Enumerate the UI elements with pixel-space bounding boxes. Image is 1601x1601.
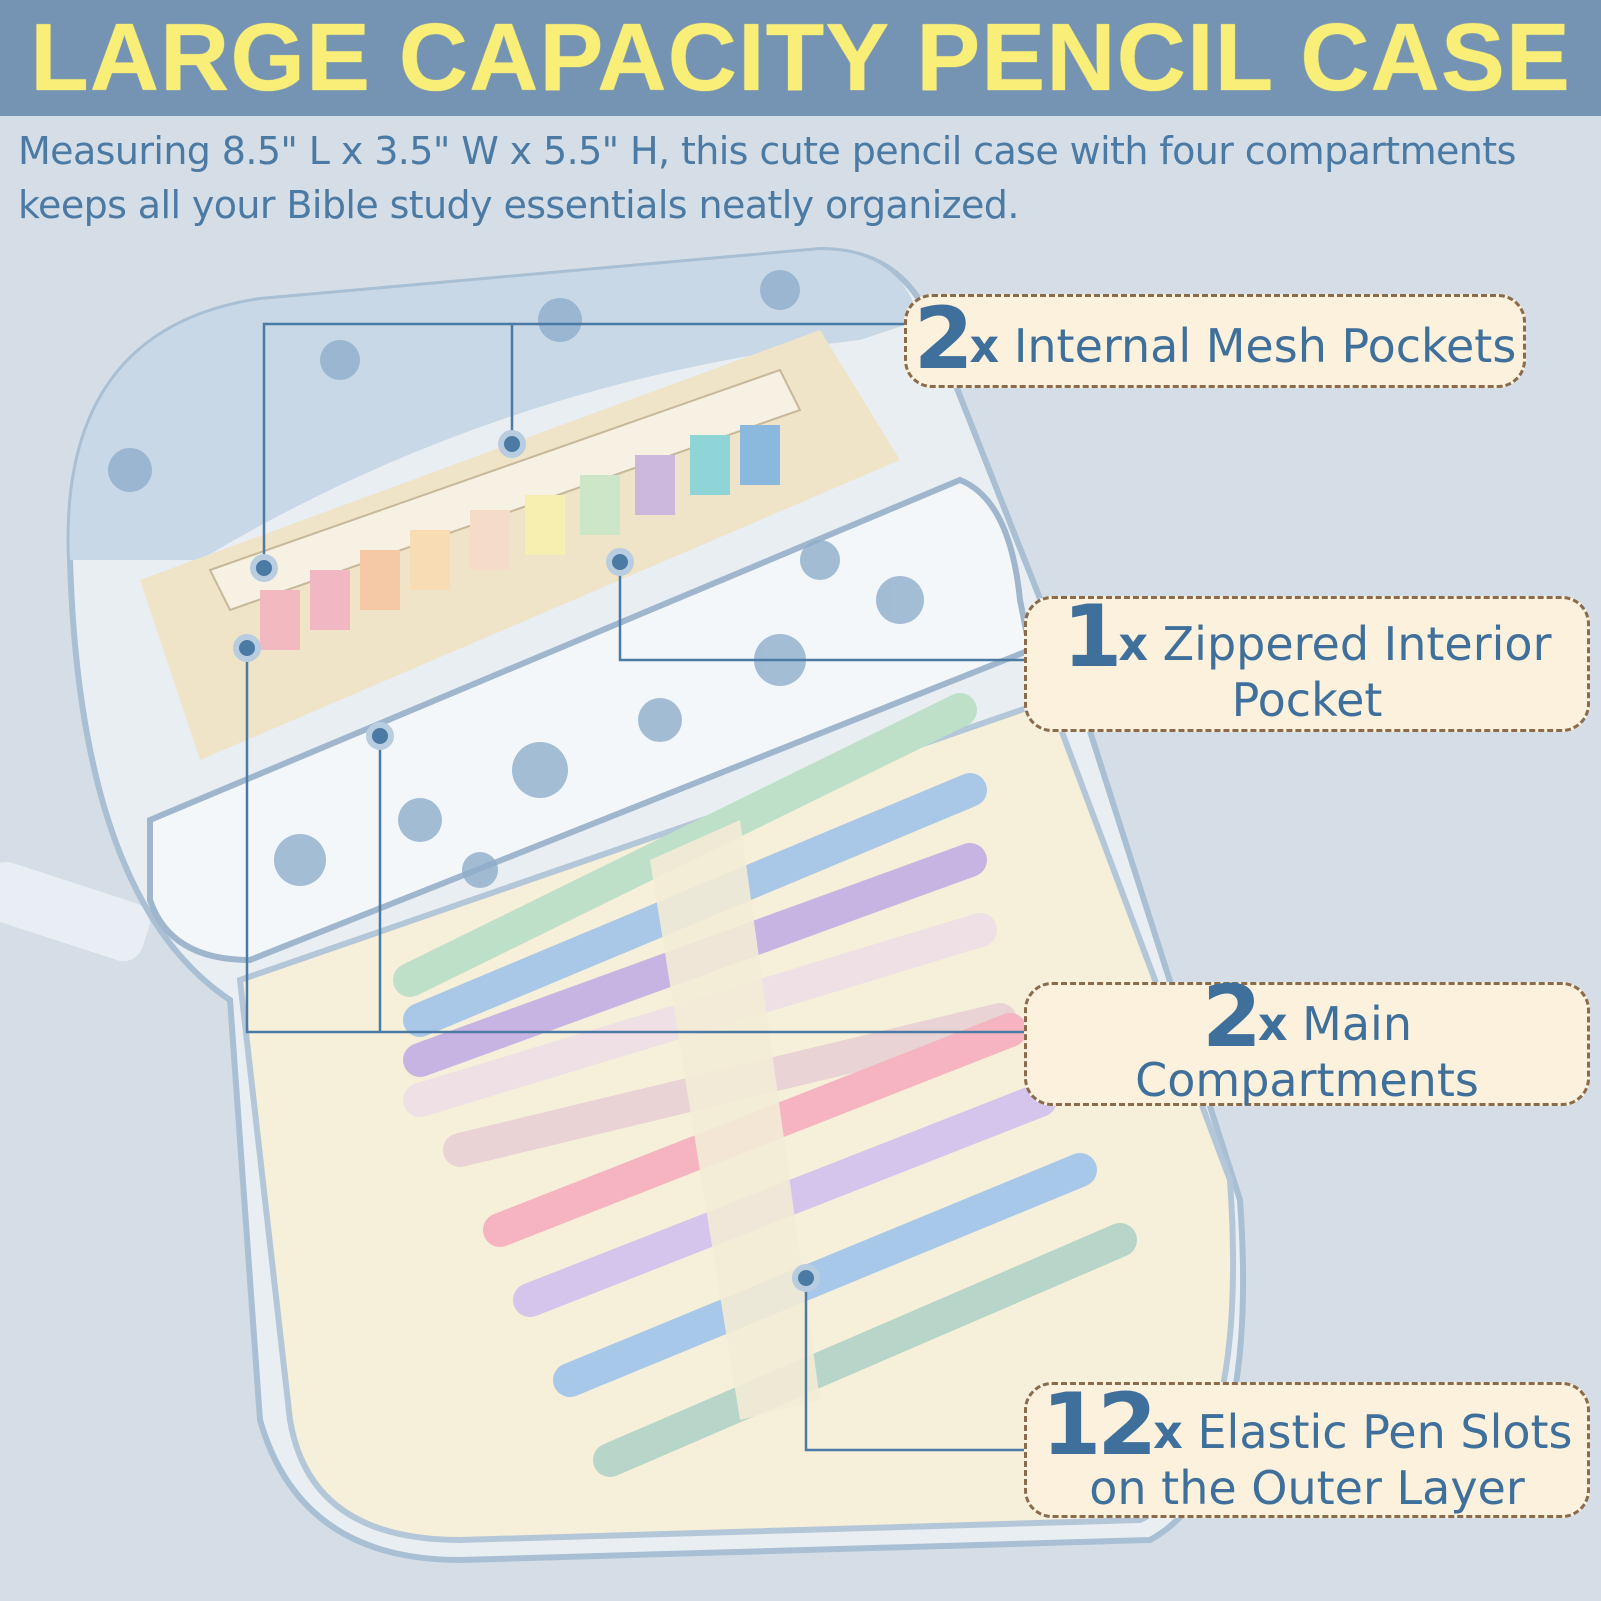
sticky-notes (260, 425, 780, 650)
callout-count: 2 (1202, 967, 1262, 1067)
wrist-strap (0, 861, 150, 962)
header-banner: LARGE CAPACITY PENCIL CASE (0, 0, 1601, 116)
marker-dots (233, 430, 820, 1292)
callout-zippered-pocket: 1x Zippered Interior Pocket (1024, 594, 1590, 732)
callout-count: 1 (1062, 587, 1123, 687)
callout-multiplier: x (1257, 997, 1288, 1051)
floral-pattern (108, 270, 924, 888)
callout-multiplier: x (969, 319, 1000, 373)
callout-count: 2 (913, 289, 974, 389)
ruler (208, 368, 802, 612)
callout-count: 12 (1041, 1375, 1157, 1475)
callout-multiplier: x (1153, 1405, 1183, 1459)
callout-main-compartments: 2x Main Compartments (1024, 974, 1590, 1107)
connector-lines (245, 322, 1070, 1452)
product-description: Measuring 8.5" L x 3.5" W x 5.5" H, this… (18, 129, 1516, 227)
callout-multiplier: x (1118, 617, 1149, 671)
callout-pen-slots: 12x Elastic Pen Slots on the Outer Layer (1024, 1382, 1590, 1518)
callout-label-line2: Pocket (1231, 673, 1383, 727)
callout-label-line2: on the Outer Layer (1089, 1461, 1525, 1515)
callout-label: Internal Mesh Pockets (1013, 319, 1517, 373)
callout-label: Zippered Interior (1162, 617, 1552, 671)
callout-mesh-pockets: 2x Internal Mesh Pockets (904, 294, 1526, 388)
callout-label: Main (1302, 997, 1412, 1051)
floral-top-panel (69, 250, 921, 560)
page-title: LARGE CAPACITY PENCIL CASE (30, 4, 1571, 111)
elastic-band (650, 820, 820, 1420)
callout-label-line2: Compartments (1135, 1053, 1479, 1107)
callout-label: Elastic Pen Slots (1197, 1405, 1573, 1459)
